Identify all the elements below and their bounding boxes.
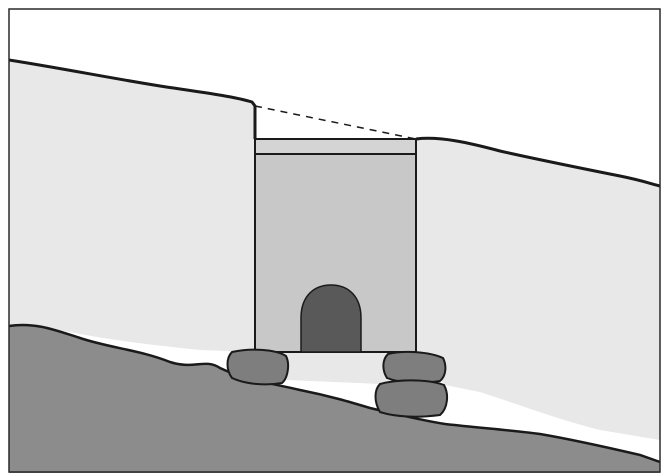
surface-line-left — [8, 58, 257, 139]
arched-opening — [300, 284, 362, 353]
ground-boundary-line — [8, 323, 661, 464]
foundation-stone-right-lower — [374, 379, 449, 418]
soil-layer-left — [9, 60, 255, 352]
dashed-profile-line — [254, 105, 417, 140]
cap-slab — [254, 138, 417, 155]
threshold-strip — [255, 352, 416, 384]
foundation-stone-left — [226, 348, 290, 386]
foundation-stone-right-upper — [382, 350, 447, 384]
soil-layer-right — [416, 138, 660, 440]
surface-line-right — [415, 136, 661, 188]
figure-frame — [8, 8, 661, 473]
